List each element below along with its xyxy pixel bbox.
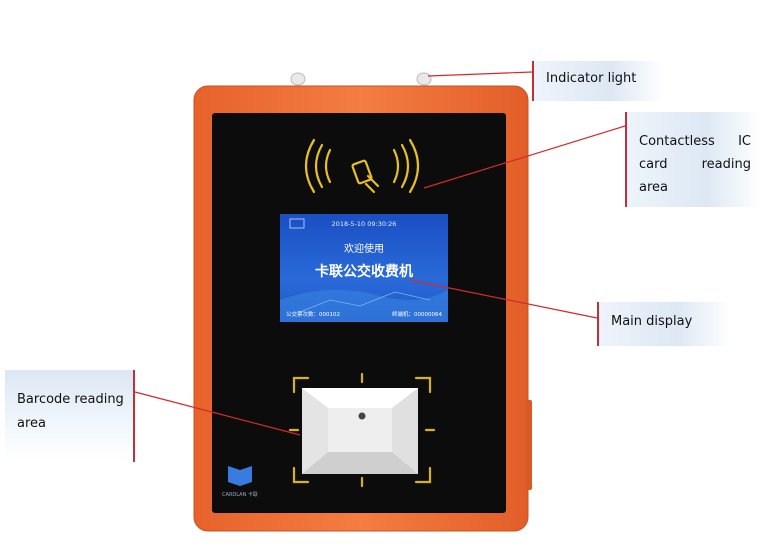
callout-barcode-area: Barcode reading area [5, 370, 135, 462]
screen-count: 公交票次数：000102 [286, 310, 340, 318]
barcode-scanner-window [302, 388, 418, 474]
screen-header-icon [289, 218, 305, 229]
screen-welcome: 欢迎使用 [344, 242, 384, 255]
callout-display-text: Main display [611, 314, 693, 329]
leader-barcode [134, 391, 301, 436]
callout-indicator-light: Indicator light [532, 61, 664, 101]
callout-indicator-text: Indicator light [546, 71, 637, 86]
callout-contactless-text: Contactless IC card reading area [639, 134, 751, 195]
scanner-lens [358, 412, 366, 420]
device-side-tab [526, 400, 532, 490]
indicator-lights [290, 72, 432, 86]
callout-barcode-text: Barcode reading area [17, 392, 124, 431]
brand-logo: CARDLAN 卡联 [222, 466, 258, 498]
main-display: 2018-5-10 09:30:26 欢迎使用 卡联公交收费机 公交票次数：00… [280, 214, 448, 322]
callout-contactless-area: Contactless IC card reading area [625, 112, 761, 207]
leader-contactless [423, 125, 626, 189]
screen-title: 卡联公交收费机 [315, 263, 413, 280]
brand-logo-text: CARDLAN 卡联 [222, 491, 258, 498]
leader-lines [134, 71, 626, 436]
indicator-light-left [290, 72, 306, 86]
leader-display [409, 279, 598, 319]
callout-main-display: Main display [597, 302, 731, 346]
leader-indicator [427, 71, 533, 77]
contactless-symbol [304, 138, 420, 194]
barcode-frame [288, 372, 436, 488]
screen-terminal: 终端机：00000064 [392, 310, 442, 318]
book-icon [228, 466, 252, 486]
screen-datetime: 2018-5-10 09:30:26 [332, 220, 397, 228]
indicator-light-right [416, 72, 432, 86]
